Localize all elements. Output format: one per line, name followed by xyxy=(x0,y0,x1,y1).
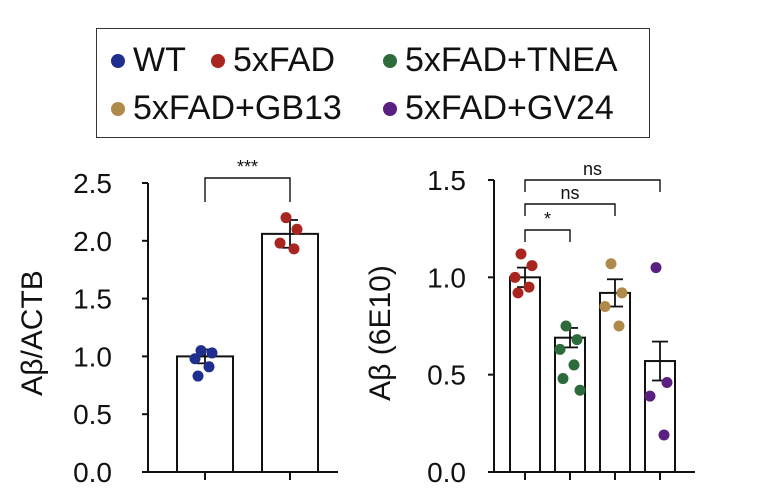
data-point xyxy=(515,248,527,260)
data-point xyxy=(509,271,521,283)
y-tick-label: 1.0 xyxy=(427,262,466,293)
data-point xyxy=(574,384,586,396)
data-point xyxy=(526,260,538,272)
y-tick-label: 2.0 xyxy=(73,226,112,257)
data-point xyxy=(613,320,625,332)
data-point xyxy=(650,262,662,274)
y-tick-label: 1.0 xyxy=(73,341,112,372)
data-point xyxy=(206,347,218,359)
significance-bracket xyxy=(524,229,571,242)
significance-label: * xyxy=(544,209,551,229)
bar-5xfad xyxy=(261,232,319,473)
data-point xyxy=(288,243,300,255)
y-tick-label: 2.5 xyxy=(73,168,112,199)
bar-5xfad xyxy=(509,276,541,474)
significance-bracket xyxy=(524,203,616,216)
y-tick-label: 1.5 xyxy=(427,165,466,196)
legend: WT 5xFAD 5xFAD+TNEA 5xFAD+GB13 5xFAD+GV2… xyxy=(96,28,650,138)
bar-5xfad-gb13 xyxy=(599,291,631,474)
chart-panel-1: 0.0 0.5 1.0 1.5 2.0 2.5Aβ/ACTB *** xyxy=(16,157,338,488)
data-point xyxy=(512,287,524,299)
y-axis-title: Aβ/ACTB xyxy=(16,270,49,396)
y-tick-label: 0.0 xyxy=(427,457,466,488)
y-tick-label: 0.0 xyxy=(73,457,112,488)
data-point xyxy=(568,359,580,371)
data-point xyxy=(203,361,215,373)
data-point xyxy=(605,258,617,270)
legend-item-5xfad-tnea: 5xFAD+TNEA xyxy=(383,41,618,80)
data-point xyxy=(280,212,292,224)
data-point xyxy=(274,237,286,249)
bar-5xfad-tnea xyxy=(554,336,586,473)
significance-label: *** xyxy=(237,157,258,177)
legend-item-5xfad: 5xFAD xyxy=(211,41,335,80)
data-point xyxy=(291,223,303,235)
legend-label: 5xFAD+TNEA xyxy=(405,41,618,79)
significance-bracket xyxy=(524,179,661,192)
data-point xyxy=(599,301,611,313)
legend-label: 5xFAD xyxy=(233,41,336,79)
data-point xyxy=(557,373,569,385)
bar-wt xyxy=(176,355,234,473)
y-tick-label: 0.5 xyxy=(427,360,466,391)
data-point xyxy=(195,345,207,357)
legend-item-wt: WT xyxy=(111,41,186,80)
legend-label: WT xyxy=(133,41,186,79)
legend-item-5xfad-gb13: 5xFAD+GB13 xyxy=(111,89,342,128)
y-tick-label: 0.5 xyxy=(73,399,112,430)
data-point xyxy=(189,353,201,365)
legend-marker-5xfad-tnea xyxy=(383,53,397,68)
data-point xyxy=(554,343,566,355)
data-point xyxy=(192,370,204,382)
legend-label: 5xFAD+GV24 xyxy=(405,89,614,127)
y-tick-label: 1.5 xyxy=(73,284,112,315)
legend-marker-5xfad-gb13 xyxy=(111,101,125,116)
legend-label: 5xFAD+GB13 xyxy=(133,89,342,127)
significance-label: ns xyxy=(583,159,602,179)
significance-bracket xyxy=(204,177,291,202)
legend-marker-wt xyxy=(111,53,125,68)
significance-label: ns xyxy=(560,183,579,203)
data-point xyxy=(616,287,628,299)
data-point xyxy=(560,320,572,332)
legend-marker-5xfad-gv24 xyxy=(383,101,397,116)
y-axis-title: Aβ (6E10) xyxy=(364,265,397,401)
legend-marker-5xfad xyxy=(211,53,225,68)
data-point xyxy=(658,429,670,441)
data-point xyxy=(571,334,583,346)
data-point xyxy=(644,390,656,402)
data-point xyxy=(661,376,673,388)
data-point xyxy=(523,281,535,293)
legend-item-5xfad-gv24: 5xFAD+GV24 xyxy=(383,89,614,128)
